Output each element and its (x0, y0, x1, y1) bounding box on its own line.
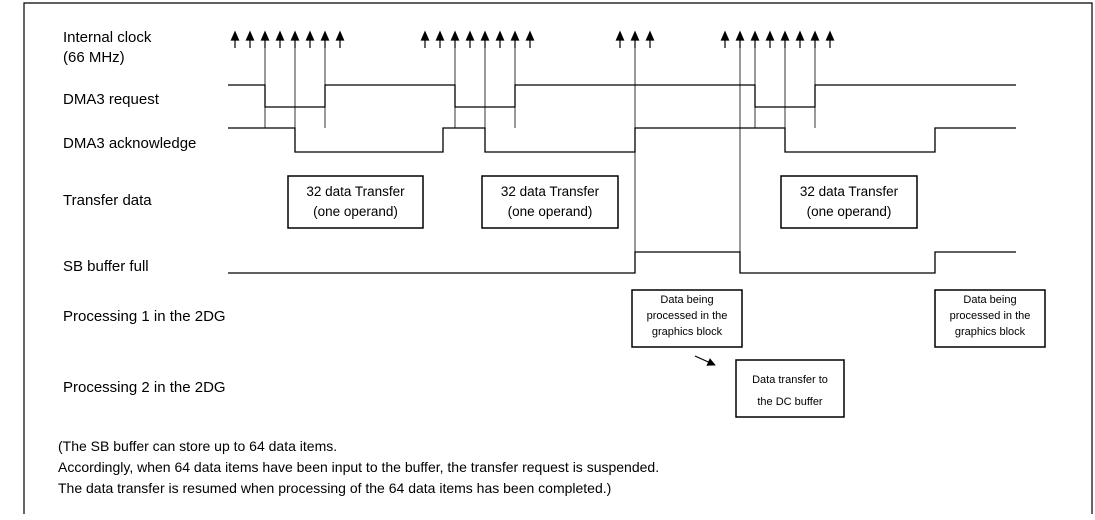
clock-edge-arrow (615, 30, 625, 48)
sb-buffer-full-waveform (228, 251, 1016, 274)
processing-box-1: Data being processed in the graphics blo… (631, 289, 743, 348)
clock-edge-arrow (645, 30, 655, 48)
transfer-box-2-line1: 32 data Transfer (501, 184, 600, 199)
note-line-2: Accordingly, when 64 data items have bee… (58, 459, 659, 475)
timing-reference-lines (264, 48, 816, 270)
processing-box-2-line3: graphics block (955, 326, 1026, 338)
dc-buffer-box-line2: the DC buffer (757, 396, 823, 408)
clock-edge-arrow (510, 30, 520, 48)
processing-box-2-line1: Data being (963, 294, 1016, 306)
clock-edge-arrow (305, 30, 315, 48)
processing-2-label: Processing 2 in the 2DG (63, 379, 226, 396)
clock-edge-arrow (720, 30, 730, 48)
processing-1-label: Processing 1 in the 2DG (63, 308, 226, 325)
transfer-box-2-line2: (one operand) (508, 204, 593, 219)
dma-acknowledge-waveform (228, 127, 1016, 153)
frame-border (23, 2, 1093, 514)
clock-edge-arrow (480, 30, 490, 48)
clock-edge-arrow (765, 30, 775, 48)
processing-box-2-line2: processed in the (950, 310, 1031, 322)
clock-edge-arrow (245, 30, 255, 48)
clock-edge-arrow (735, 30, 745, 48)
dc-buffer-box: Data transfer to the DC buffer (735, 359, 845, 418)
clock-edge-arrow (290, 30, 300, 48)
clock-edge-arrow (275, 30, 285, 48)
sb-buffer-full-label: SB buffer full (63, 258, 149, 275)
transfer-box-1: 32 data Transfer (one operand) (287, 175, 424, 229)
dc-buffer-box-line1: Data transfer to (752, 374, 828, 386)
clock-label-line1: Internal clock (63, 29, 152, 46)
handoff-arrow (694, 355, 716, 366)
dma-request-label: DMA3 request (63, 91, 160, 108)
transfer-box-2: 32 data Transfer (one operand) (481, 175, 619, 229)
clock-edge-arrow (780, 30, 790, 48)
processing-box-2: Data being processed in the graphics blo… (934, 289, 1046, 348)
clock-edge-arrow (525, 30, 535, 48)
clock-edge-arrow (465, 30, 475, 48)
clock-edge-arrow (435, 30, 445, 48)
clock-edge-arrow (230, 30, 240, 48)
transfer-box-1-line1: 32 data Transfer (306, 184, 405, 199)
clock-edge-arrow (320, 30, 330, 48)
clock-edge-arrow (750, 30, 760, 48)
transfer-box-1-line2: (one operand) (313, 204, 398, 219)
clock-edge-arrow (630, 30, 640, 48)
processing-box-1-line3: graphics block (652, 326, 723, 338)
clock-edge-arrow (495, 30, 505, 48)
clock-edge-arrow (450, 30, 460, 48)
clock-edge-arrow (335, 30, 345, 48)
transfer-data-label: Transfer data (63, 192, 152, 209)
note-line-3: The data transfer is resumed when proces… (58, 480, 611, 496)
transfer-box-3-line1: 32 data Transfer (800, 184, 899, 199)
dma-acknowledge-label: DMA3 acknowledge (63, 135, 196, 152)
dma-request-waveform (228, 84, 1016, 108)
processing-box-1-line2: processed in the (647, 310, 728, 322)
processing-box-1-line1: Data being (660, 294, 713, 306)
transfer-box-3: 32 data Transfer (one operand) (780, 175, 918, 229)
clock-label-line2: (66 MHz) (63, 49, 125, 66)
note-line-1: (The SB buffer can store up to 64 data i… (58, 438, 337, 454)
clock-arrows (230, 30, 835, 48)
clock-edge-arrow (825, 30, 835, 48)
transfer-box-3-line2: (one operand) (807, 204, 892, 219)
clock-edge-arrow (260, 30, 270, 48)
clock-edge-arrow (420, 30, 430, 48)
clock-edge-arrow (795, 30, 805, 48)
clock-edge-arrow (810, 30, 820, 48)
